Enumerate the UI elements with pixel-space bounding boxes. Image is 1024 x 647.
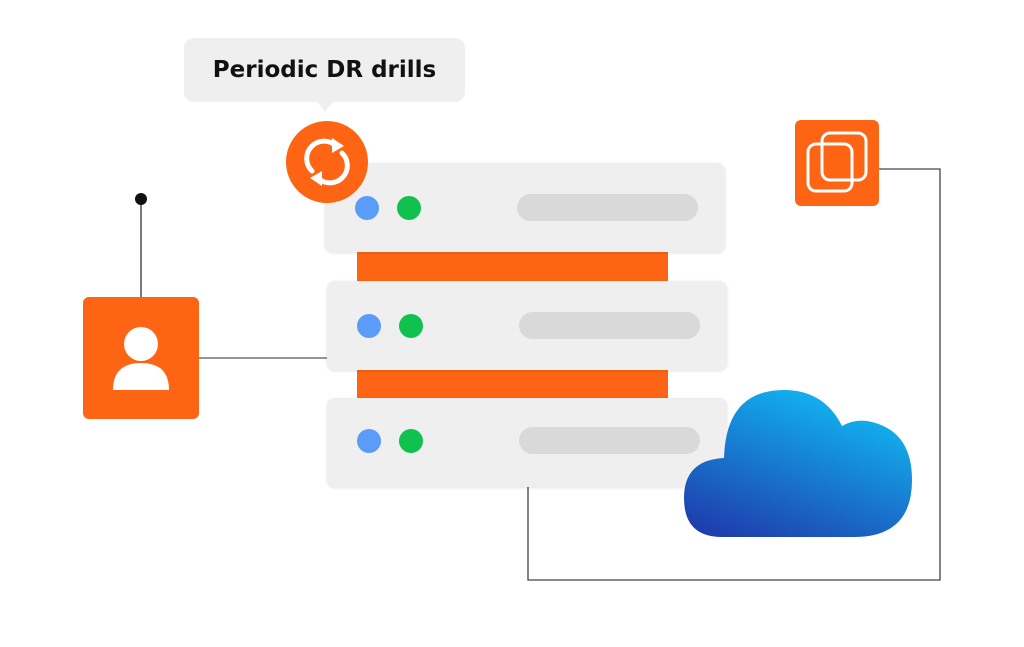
server-3 [327, 398, 727, 487]
cloud-icon [684, 390, 912, 537]
server-label-placeholder [519, 427, 700, 454]
server-label-placeholder [517, 194, 698, 221]
copy-node [795, 120, 879, 206]
sync-icon [286, 121, 368, 203]
server-connector-bar [357, 252, 668, 281]
status-dot-green [399, 314, 423, 338]
connector-endpoint [135, 193, 147, 205]
copy-icon [806, 131, 868, 193]
status-dot-blue [357, 314, 381, 338]
user-node [83, 297, 199, 419]
callout-label: Periodic DR drills [212, 57, 437, 83]
status-dot-blue [355, 196, 379, 220]
user-icon [113, 327, 169, 390]
status-dot-green [399, 429, 423, 453]
status-dot-blue [357, 429, 381, 453]
server-connector-bar [357, 370, 668, 398]
server-label-placeholder [519, 312, 700, 339]
callout-bubble: Periodic DR drills [184, 38, 465, 102]
backup-connector [527, 168, 941, 581]
server-1 [325, 163, 725, 252]
status-dot-green [397, 196, 421, 220]
callout-tail [316, 100, 334, 112]
server-2 [327, 281, 727, 370]
